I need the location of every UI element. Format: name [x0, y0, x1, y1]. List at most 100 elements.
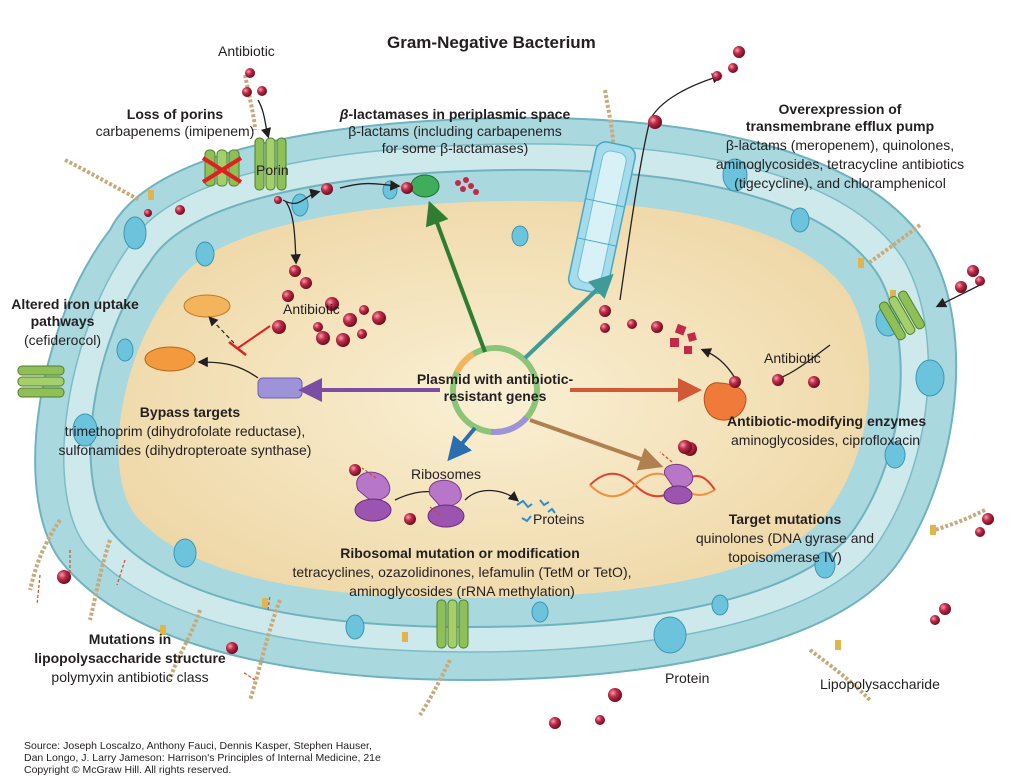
protein-label: Protein: [665, 670, 710, 686]
antibiotic-molecule: [678, 440, 692, 454]
antibiotic-molecule: [175, 205, 185, 215]
antibiotic-molecule: [772, 374, 784, 386]
porin-label: Porin: [256, 162, 289, 178]
ribosomes: [354, 463, 694, 528]
efflux-body-3: (tigecycline), and chloramphenicol: [734, 175, 946, 191]
enzymes-heading: Antibiotic-modifying enzymes: [727, 413, 927, 429]
inhibition-line: [237, 325, 271, 349]
diagram: Gram-Negative Bacterium Antibiotic Porin…: [11, 34, 994, 729]
membrane-proteins: [72, 158, 945, 654]
antibiotic-molecule: [728, 63, 738, 73]
antibiotic-molecule: [272, 320, 286, 334]
antibiotic-molecule: [930, 615, 940, 625]
antibiotic-molecule: [289, 265, 301, 277]
antibiotic-label-top: Antibiotic: [218, 43, 275, 59]
antibiotic-molecule: [242, 87, 252, 97]
target-body-2: topoisomerase IV): [728, 549, 842, 565]
antibiotic-molecule: [982, 513, 994, 525]
antibiotic-molecule: [343, 313, 357, 327]
antibiotic-molecule: [712, 71, 722, 81]
lps-heading-1: Mutations in: [88, 631, 172, 647]
antibiotic-molecule: [257, 86, 267, 96]
antibiotic-molecule: [325, 297, 339, 311]
enzymes-body: aminoglycosides, ciprofloxacin: [731, 432, 921, 448]
loss-porins-heading: Loss of porins: [126, 106, 224, 122]
lipopolysaccharide-label: Lipopolysaccharide: [820, 676, 940, 692]
fragments: [455, 177, 697, 354]
antibiotic-molecule: [975, 276, 985, 286]
efflux-body-2: aminoglycosides, tetracycline antibiotic…: [715, 156, 965, 172]
bypass-target-top: [183, 294, 231, 318]
plasmid-label-1: Plasmid with antibiotic-: [416, 371, 574, 387]
plasmid-label-2: resistant genes: [443, 388, 547, 404]
antibiotic-molecule: [404, 513, 416, 525]
target-heading: Target mutations: [728, 511, 842, 527]
source-line-1: Source: Joseph Loscalzo, Anthony Fauci, …: [24, 740, 372, 752]
bypass-heading: Bypass targets: [139, 404, 241, 420]
antibiotic-molecule: [336, 333, 350, 347]
antibiotic-molecule: [57, 570, 71, 584]
ribosomal-body-2: aminoglycosides (rRNA methylation): [349, 583, 575, 599]
porin-right: [878, 290, 925, 341]
antibiotic-molecule: [608, 688, 622, 702]
bypass-enzyme: [257, 377, 303, 399]
source-citation: Source: Joseph Loscalzo, Anthony Fauci, …: [24, 740, 381, 776]
ribosomal-heading: Ribosomal mutation or modification: [340, 545, 580, 561]
bypass-body-2: sulfonamides (dihydropteroate synthase): [58, 442, 312, 458]
efflux-heading-2: transmembrane efflux pump: [745, 118, 935, 134]
antibiotic-molecule: [282, 290, 294, 302]
arrow-to-lactamase: [425, 200, 487, 353]
antibiotic-molecule: [274, 196, 282, 204]
arrow-to-ribosome: [447, 426, 477, 462]
antibiotic-molecule: [245, 68, 255, 78]
source-line-3: Copyright © McGraw Hill. All rights rese…: [24, 764, 232, 776]
bypass-body-1: trimethoprim (dihydrofolate reductase),: [64, 423, 306, 439]
target-body-1: quinolones (DNA gyrase and: [695, 530, 875, 546]
beta-lactamase-body-1: β-lactams (including carbapenems: [348, 123, 562, 139]
loss-porins-body: carbapenems (imipenem): [95, 123, 255, 139]
antibiotic-molecule: [300, 277, 312, 289]
lps-body: polymyxin antibiotic class: [51, 669, 209, 685]
beta-lactamase-body-2: for some β-lactamases): [381, 140, 529, 156]
arrow-to-target: [529, 418, 664, 471]
antibiotic-molecule: [595, 715, 605, 725]
antibiotic-molecule: [808, 376, 820, 388]
arrow-to-efflux: [523, 273, 614, 360]
antibiotic-molecule: [600, 323, 610, 333]
antibiotic-molecule: [729, 376, 741, 388]
antibiotic-molecule: [651, 321, 663, 333]
antibiotic-molecule: [316, 331, 330, 345]
efflux-pump: [567, 141, 637, 294]
efflux-heading-1: Overexpression of: [778, 101, 902, 117]
antibiotic-molecule: [627, 319, 637, 329]
beta-lactamase-heading: β-lactamases in periplasmic space: [339, 106, 571, 122]
antibiotic-molecule: [967, 265, 979, 277]
antibiotic-molecule: [321, 183, 333, 195]
antibiotic-molecule: [599, 305, 611, 317]
source-line-2: Dan Longo, J. Larry Jameson: Harrison's …: [24, 752, 381, 764]
antibiotic-molecule: [939, 603, 951, 615]
iron-heading-1: Altered iron uptake: [11, 296, 139, 312]
iron-heading-2: pathways: [30, 313, 95, 329]
porin-bottom: [436, 599, 469, 649]
antibiotic-molecule: [648, 115, 662, 129]
antibiotic-molecule: [401, 182, 413, 194]
porin-left: [17, 365, 65, 398]
antibiotic-molecule: [359, 305, 369, 315]
lps-heading-2: lipopolysaccharide structure: [34, 650, 226, 666]
porin-blocked: [201, 149, 243, 187]
ribosomal-body-1: tetracyclines, ozazolidinones, lefamulin…: [292, 564, 632, 580]
antibiotic-molecule: [549, 717, 561, 729]
antibiotic-molecule: [357, 329, 367, 339]
antibiotic-molecule: [226, 642, 238, 654]
proteins-label: Proteins: [533, 511, 585, 527]
modifying-enzyme: [703, 382, 747, 421]
dna-helix: [589, 472, 716, 498]
efflux-body-1: β-lactams (meropenem), quinolones,: [725, 137, 955, 153]
iron-body: (cefiderocol): [23, 332, 102, 348]
antibiotic-molecule: [733, 46, 745, 58]
antibiotic-label-mid: Antibiotic: [283, 301, 340, 317]
antibiotic-molecule: [349, 464, 361, 476]
protein-fragments: [516, 499, 556, 523]
beta-lactamase-enzyme: [410, 174, 440, 198]
